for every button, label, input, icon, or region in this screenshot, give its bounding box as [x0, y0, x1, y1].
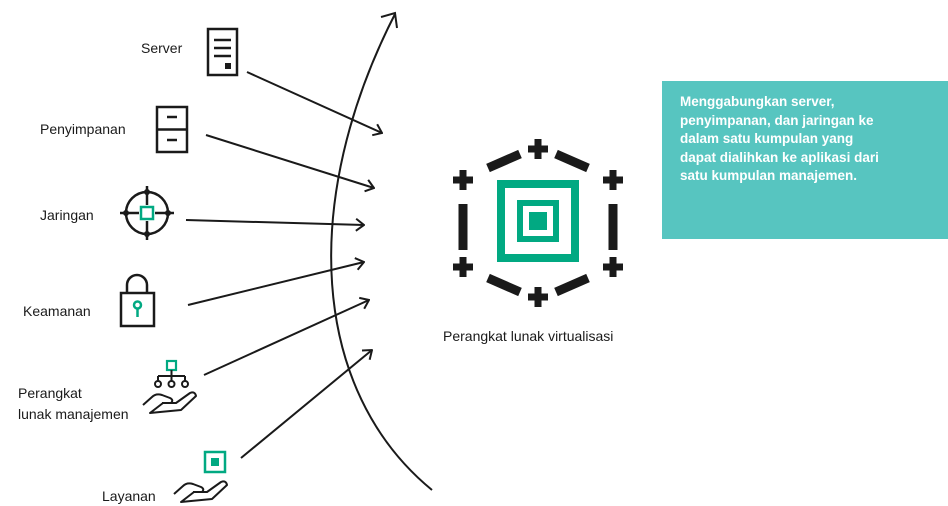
label-layanan: Layanan [102, 488, 156, 504]
arrow-penyimpanan [205, 134, 374, 188]
label-jaringan: Jaringan [40, 207, 94, 223]
boundary-arc [330, 13, 433, 491]
arrow-layanan [240, 350, 372, 459]
storage-cabinet-icon [155, 105, 189, 154]
callout-background [662, 81, 948, 239]
label-keamanan: Keamanan [23, 303, 91, 319]
arrow-server [246, 71, 382, 133]
callout-text: Menggabungkan server, penyimpanan, dan j… [680, 94, 879, 183]
callout-box: Menggabungkan server, penyimpanan, dan j… [662, 81, 948, 239]
boundary-arc-arrowhead [380, 11, 398, 29]
service-hand-icon [173, 450, 228, 503]
label-server: Server [141, 40, 183, 56]
server-icon [206, 27, 239, 77]
label-penyimpanan: Penyimpanan [40, 121, 126, 137]
virtualization-hexagon-icon [453, 139, 623, 307]
padlock-icon [119, 273, 156, 328]
management-hierarchy-hand-icon [142, 359, 197, 414]
arrow-keamanan [187, 262, 364, 306]
label-manajemen-line2: lunak manajemen [18, 406, 129, 422]
center-label: Perangkat lunak virtualisasi [443, 328, 614, 344]
arrow-jaringan [185, 220, 364, 225]
arrow-manajemen [203, 300, 369, 376]
label-manajemen-line1: Perangkat [18, 385, 82, 401]
network-crosshair-icon [120, 186, 174, 240]
